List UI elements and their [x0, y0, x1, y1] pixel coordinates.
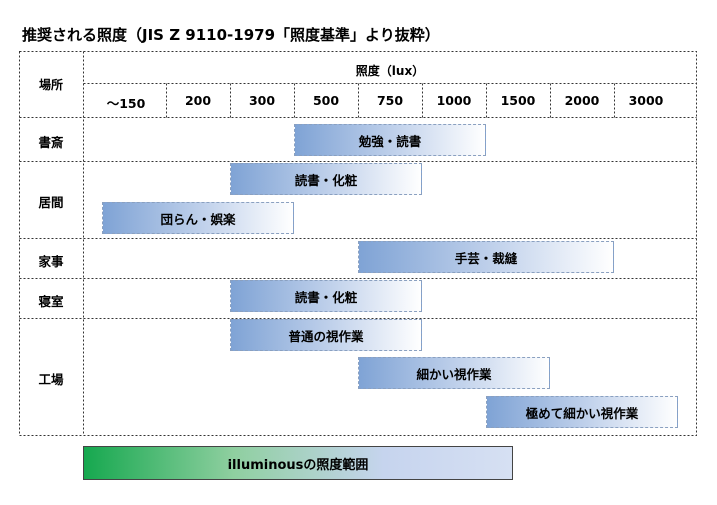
range-bar: 手芸・裁縫: [358, 241, 614, 273]
illuminance-header: 照度（lux）: [355, 64, 425, 78]
category-factory: 工場: [38, 372, 64, 387]
page-title: 推奨される照度（JIS Z 9110-1979「照度基準」より抜粋）: [22, 26, 440, 44]
range-bar: 普通の視作業: [230, 319, 422, 351]
range-bar: 極めて細かい視作業: [486, 396, 678, 428]
lux-value: 200: [184, 93, 212, 108]
lux-value: 2000: [564, 93, 600, 108]
lux-value: ～150: [106, 96, 146, 111]
lux-value: 500: [312, 93, 340, 108]
category-bedroom: 寝室: [38, 294, 64, 309]
range-bar: 読書・化粧: [230, 280, 422, 312]
lux-value: 750: [376, 93, 404, 108]
category-living: 居間: [38, 195, 64, 210]
lux-value: 3000: [628, 93, 664, 108]
range-bar: 細かい視作業: [358, 357, 550, 389]
range-bar: 読書・化粧: [230, 163, 422, 195]
category-study: 書斎: [38, 135, 64, 150]
legend-bar: illuminousの照度範囲: [83, 446, 513, 480]
lux-value: 300: [248, 93, 276, 108]
legend-label: illuminousの照度範囲: [227, 457, 369, 473]
lux-value: 1500: [500, 93, 536, 108]
place-header: 場所: [38, 78, 63, 92]
category-housework: 家事: [38, 254, 64, 269]
range-bar: 団らん・娯楽: [102, 202, 294, 234]
range-bar: 勉強・読書: [294, 124, 486, 156]
lux-value: 1000: [436, 93, 472, 108]
